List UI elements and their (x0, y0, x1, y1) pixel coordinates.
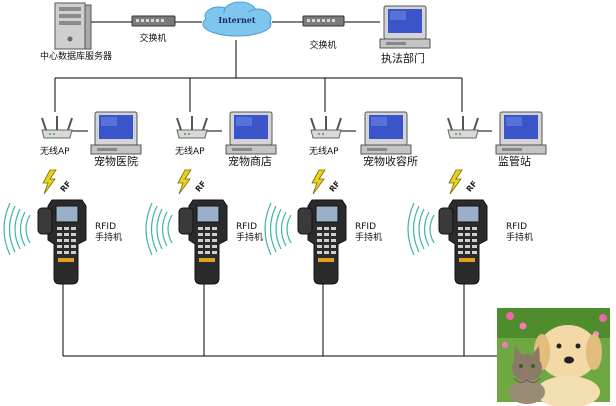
monitor-icon-3 (360, 111, 412, 155)
switch-left-label: 交换机 (139, 34, 167, 44)
ap-label-1: 无线AP (40, 147, 70, 157)
law-monitor-icon (379, 5, 431, 49)
connection-lines (54, 21, 498, 357)
law-label: 执法部门 (381, 52, 425, 65)
rfid-label-1-line1: RFID (95, 222, 117, 232)
signal-waves-icon-4 (407, 202, 435, 256)
signal-waves-icon-3 (264, 202, 292, 256)
ap-icon-1 (41, 115, 73, 139)
rfid-label-4-line1: RFID (506, 222, 528, 232)
pet-photo (497, 308, 610, 406)
lightning-icon-4 (448, 169, 463, 195)
rfid-label-1: RFID 手持机 (95, 222, 122, 244)
ap-label-3: 无线AP (309, 147, 339, 157)
ap-label-2: 无线AP (175, 147, 205, 157)
station-label-1: 宠物医院 (94, 155, 138, 168)
rfid-label-3-line2: 手持机 (355, 233, 383, 243)
station-label-2: 宠物商店 (228, 155, 272, 168)
server-label: 中心数据库服务器 (40, 52, 113, 62)
rfid-label-3: RFID 手持机 (355, 222, 382, 244)
monitor-icon-1 (90, 111, 142, 155)
switch-right-label: 交换机 (309, 41, 337, 51)
monitor-icon-4 (495, 111, 547, 155)
switch-right-icon (302, 15, 345, 27)
internet-label: Internet (218, 15, 255, 25)
ap-icon-2 (176, 115, 208, 139)
signal-waves-icon-2 (145, 202, 173, 256)
rfid-label-2-line2: 手持机 (236, 233, 264, 243)
rfid-label-2: RFID 手持机 (236, 222, 263, 244)
rfid-label-4: RFID 手持机 (506, 222, 533, 244)
lightning-icon-1 (42, 169, 57, 195)
rfid-label-3-line1: RFID (355, 222, 377, 232)
rfid-scanner-icon-3 (297, 199, 347, 285)
lightning-icon-2 (177, 169, 192, 195)
ap-icon-4 (447, 115, 479, 139)
rfid-label-2-line1: RFID (236, 222, 258, 232)
ap-icon-3 (310, 115, 342, 139)
rfid-scanner-icon-2 (178, 199, 228, 285)
monitor-icon-2 (225, 111, 277, 155)
lightning-icon-3 (311, 169, 326, 195)
signal-waves-icon-1 (3, 202, 31, 256)
rfid-scanner-icon-4 (438, 199, 488, 285)
server-icon (54, 2, 92, 50)
rfid-label-4-line2: 手持机 (506, 233, 534, 243)
internet-cloud-icon: Internet (202, 1, 272, 37)
switch-left-icon (131, 15, 176, 27)
rfid-label-1-line2: 手持机 (95, 233, 123, 243)
station-label-3: 宠物收容所 (363, 155, 418, 168)
station-label-4: 监管站 (498, 155, 531, 168)
rfid-scanner-icon-1 (37, 199, 87, 285)
